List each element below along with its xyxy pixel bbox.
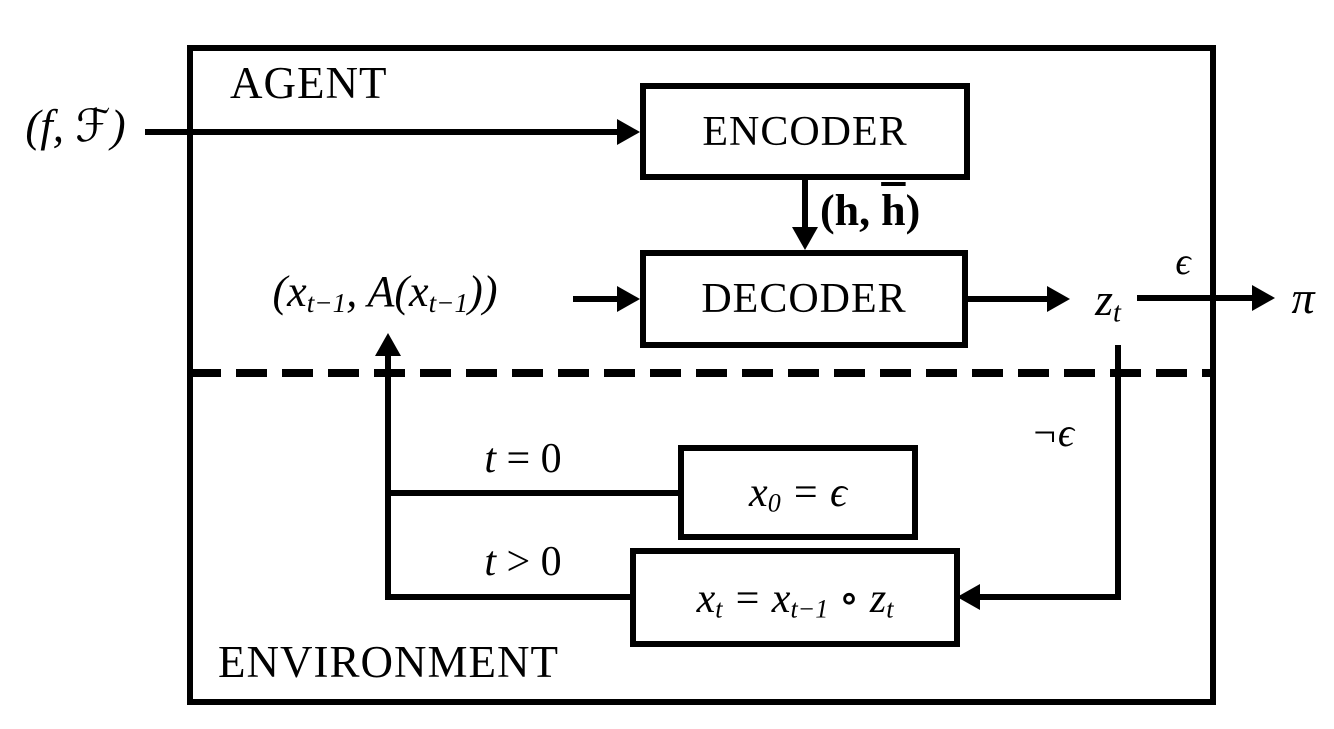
t0-branch-line (385, 490, 680, 496)
zt-token-label: zt (1095, 274, 1121, 329)
initial-state-box: x0 = ϵ (678, 445, 918, 540)
current-state-label: (xt−1, A(xt−1)) (272, 267, 498, 318)
decoder-box: DECODER (640, 250, 968, 348)
not-epsilon-condition-label: ¬ϵ (1030, 410, 1075, 455)
state-update-box: xt = xt−1 ∘ zt (630, 548, 960, 647)
decoder-to-zt-arrowhead-icon (1047, 286, 1070, 312)
state-to-decoder-arrowhead-icon (617, 286, 640, 312)
epsilon-condition-label: ϵ (1175, 241, 1191, 283)
environment-feedback-arrow-line (385, 352, 391, 600)
decoder-label: DECODER (701, 276, 907, 322)
encoder-box: ENCODER (640, 83, 970, 180)
encoder-to-decoder-arrow-line (802, 180, 808, 230)
tgt0-branch-line (385, 594, 633, 600)
zt-to-state-update-arrow-line (978, 594, 1121, 600)
pi-output-label: π (1291, 272, 1315, 323)
hidden-state-label: (h, h) (820, 186, 921, 235)
initial-state-equation: x0 = ϵ (749, 469, 847, 518)
zt-to-pi-arrowhead-icon (1252, 285, 1275, 311)
tgt0-condition-label: t > 0 (484, 539, 562, 585)
decoder-to-zt-arrow-line (968, 296, 1050, 302)
input-to-encoder-arrowhead-icon (617, 119, 640, 145)
state-update-equation: xt = xt−1 ∘ zt (696, 575, 894, 624)
t0-condition-label: t = 0 (484, 436, 562, 482)
task-input-label: (f, ℱ) (25, 101, 126, 151)
input-to-encoder-arrow-line (145, 129, 625, 135)
encoder-to-decoder-arrowhead-icon (792, 227, 818, 250)
zt-feedback-drop-line (1115, 345, 1121, 600)
zt-to-state-update-arrowhead-icon (957, 584, 980, 610)
encoder-label: ENCODER (702, 108, 908, 155)
agent-region-label: AGENT (230, 58, 388, 108)
state-to-decoder-arrow-line (573, 296, 621, 302)
environment-region-label: ENVIRONMENT (218, 637, 559, 687)
agent-environment-divider-dashed-line (190, 369, 1212, 377)
zt-to-pi-arrow-line (1137, 295, 1255, 301)
environment-feedback-arrowhead-icon (375, 333, 401, 356)
